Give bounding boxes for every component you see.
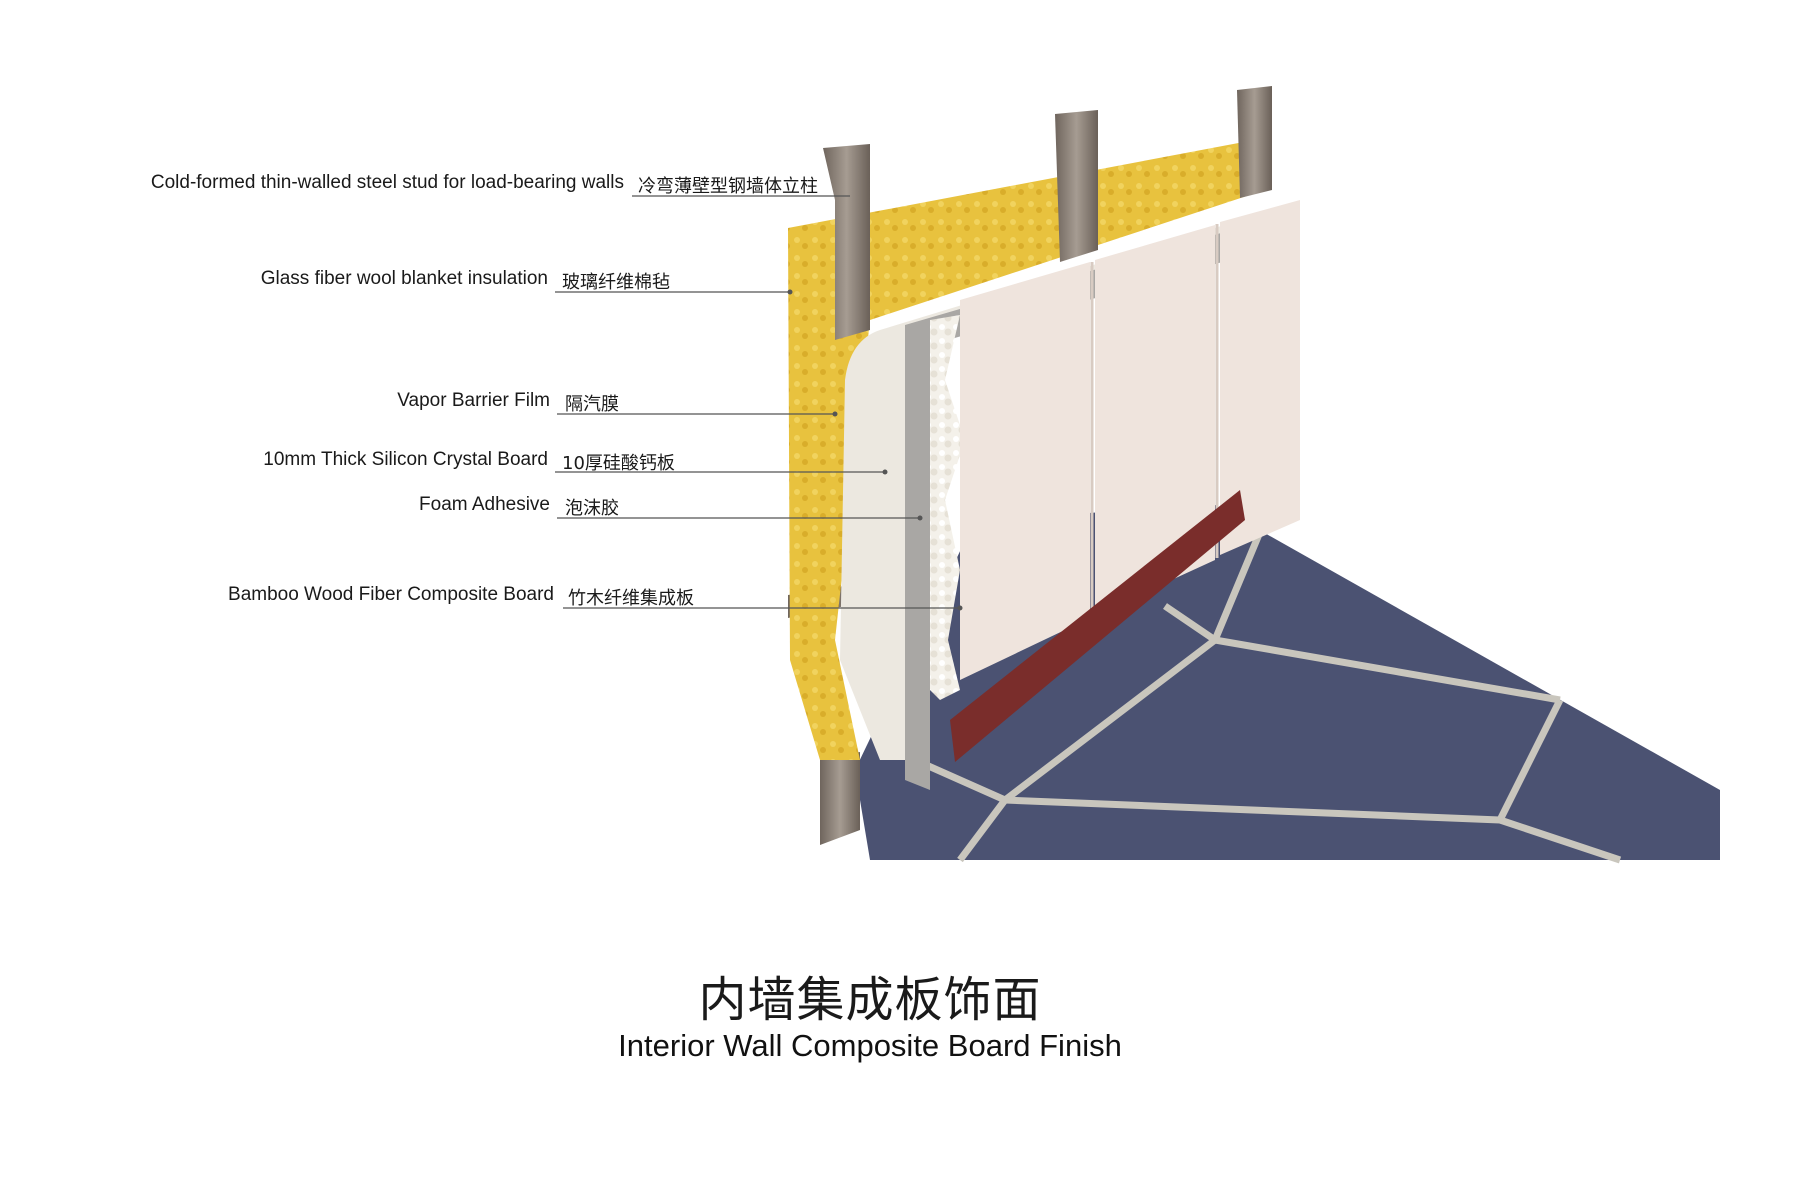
leader-dot [832, 411, 838, 417]
leader-dot [787, 289, 793, 295]
composite-board-panel [960, 262, 1090, 680]
steel-stud-lower [820, 752, 860, 845]
label-steel-stud-zh: 冷弯薄壁型钢墙体立柱 [638, 176, 818, 197]
label-steel-stud-en: Cold-formed thin-walled steel stud for l… [150, 172, 624, 193]
label-composite-board-en: Bamboo Wood Fiber Composite Board [228, 584, 554, 605]
label-vapor-barrier-zh: 隔汽膜 [565, 394, 619, 415]
label-insulation-en: Glass fiber wool blanket insulation [260, 268, 548, 289]
grout-line [1211, 518, 1269, 642]
grout-line [1214, 636, 1561, 704]
label-silicon-board: 10mm Thick Silicon Crystal Board 10厚硅酸钙板 [0, 447, 1000, 477]
label-composite-board-zh: 竹木纤维集成板 [568, 588, 694, 609]
leader-lines [555, 195, 960, 609]
vapor-barrier-layer [840, 205, 1290, 760]
composite-board-layer [960, 200, 1300, 680]
label-vapor-barrier-en: Vapor Barrier Film [397, 390, 550, 411]
label-composite-board: Bamboo Wood Fiber Composite Board 竹木纤维集成… [0, 582, 1000, 612]
grout-line [1002, 637, 1218, 803]
label-silicon-board-zh: 10厚硅酸钙板 [562, 453, 675, 474]
composite-board-panel [1220, 200, 1300, 555]
label-vapor-barrier: Vapor Barrier Film 隔汽膜 [0, 388, 1000, 418]
steel-studs-upper [823, 86, 1272, 340]
label-insulation-zh: 玻璃纤维棉毡 [562, 272, 670, 293]
steel-stud [1237, 86, 1272, 198]
label-foam-adhesive-zh: 泡沫胶 [565, 498, 619, 519]
grout-line [1004, 796, 1501, 824]
title-chinese: 内墙集成板饰面 [698, 972, 1042, 1028]
steel-stud [823, 144, 870, 340]
label-foam-adhesive: Foam Adhesive 泡沫胶 [0, 492, 1000, 522]
floor-grout-lines [913, 518, 1622, 864]
label-foam-adhesive-en: Foam Adhesive [419, 494, 550, 515]
grout-line [1498, 816, 1622, 864]
grout-line [1496, 698, 1564, 822]
label-insulation: Glass fiber wool blanket insulation 玻璃纤维… [0, 266, 1000, 296]
leader-dot [882, 469, 888, 475]
insulation-layer [788, 138, 1265, 760]
label-steel-stud: Cold-formed thin-walled steel stud for l… [0, 170, 1000, 200]
grout-line [957, 797, 1008, 863]
foam-adhesive-layer [930, 315, 965, 700]
leader-dots [787, 289, 963, 611]
title-english: Interior Wall Composite Board Finish [618, 1028, 1122, 1063]
composite-board-panel [1095, 225, 1215, 615]
grout-line [1163, 603, 1217, 643]
leader-dot [917, 515, 923, 521]
baseboard [950, 490, 1245, 762]
label-silicon-board-en: 10mm Thick Silicon Crystal Board [263, 449, 548, 470]
steel-stud [1055, 110, 1098, 262]
leader-dot [957, 605, 963, 611]
